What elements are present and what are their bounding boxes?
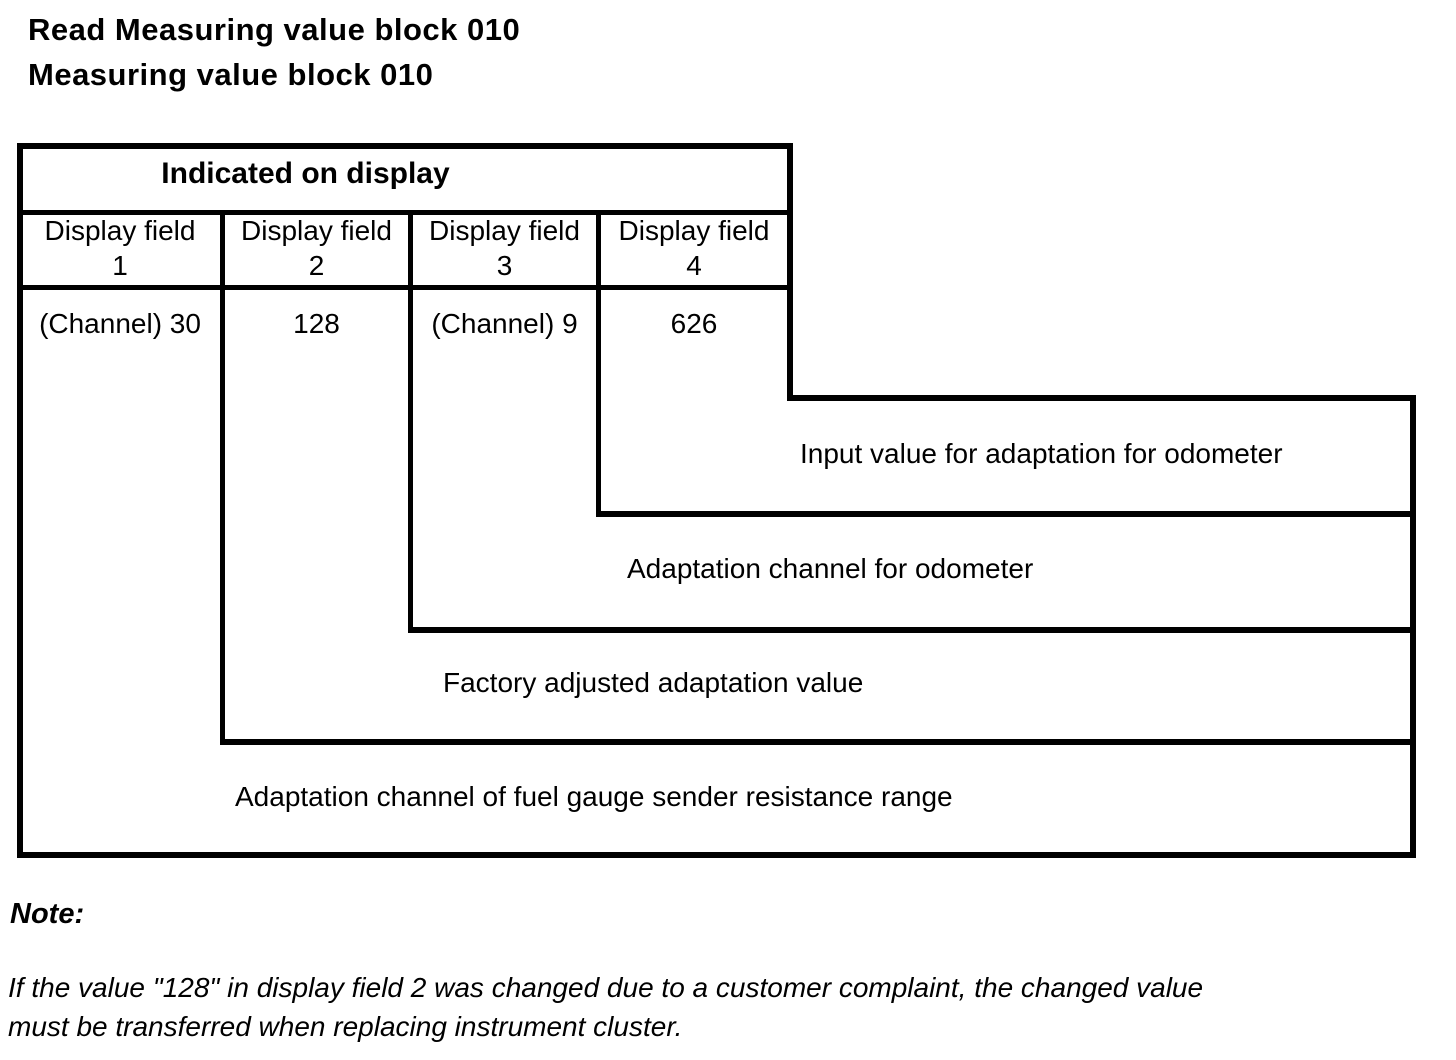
header-row-bottom-line (17, 285, 793, 290)
column-header-2-number: 2 (308, 250, 325, 281)
column-header-3-label: Display field (429, 215, 580, 246)
step-line-field4 (787, 395, 1416, 401)
column-header-4-label: Display field (618, 215, 770, 246)
table-caption: Indicated on display (161, 157, 450, 190)
column-header-2: Display field 2 (225, 213, 408, 283)
annotation-field-4: Input value for adaptation for odometer (800, 438, 1283, 469)
cell-value-1: (Channel) 30 (39, 308, 201, 339)
note-body: If the value "128" in display field 2 wa… (8, 968, 1203, 1046)
step-line-field1 (220, 739, 1416, 745)
diagram-right-border (1410, 395, 1416, 858)
cell-value-2: 128 (293, 308, 340, 339)
diagram-left-border (17, 143, 23, 858)
column-divider-1 (220, 210, 225, 745)
diagram-bottom-border (17, 852, 1416, 858)
caption-separator-line (17, 210, 793, 215)
annotation-field-2: Factory adjusted adaptation value (443, 667, 864, 698)
column-divider-3 (596, 210, 601, 517)
annotation-field-1: Adaptation channel of fuel gauge sender … (235, 781, 953, 812)
column-header-3: Display field 3 (413, 213, 596, 283)
column-header-4: Display field 4 (601, 213, 787, 283)
step-line-field2 (408, 627, 1416, 633)
cell-value-3: (Channel) 9 (431, 308, 578, 339)
annotation-field-3: Adaptation channel for odometer (627, 553, 1034, 584)
table-right-border (787, 143, 793, 401)
column-header-2-label: Display field (241, 215, 392, 246)
note-label: Note: (10, 898, 85, 930)
cell-value-4: 626 (670, 308, 718, 339)
note-body-line-2: must be transferred when replacing instr… (8, 1011, 683, 1042)
table-top-border (17, 143, 793, 149)
column-header-4-number: 4 (686, 250, 702, 281)
column-header-1-label: Display field (44, 215, 196, 246)
column-header-1-number: 1 (112, 250, 128, 281)
page-title: Read Measuring value block 010 (28, 12, 521, 47)
column-header-3-number: 3 (496, 250, 513, 281)
note-body-line-1: If the value "128" in display field 2 wa… (8, 972, 1204, 1003)
step-line-field3 (596, 511, 1416, 517)
page-subtitle: Measuring value block 010 (28, 57, 434, 92)
column-header-1: Display field 1 (22, 213, 218, 283)
column-divider-2 (408, 210, 413, 633)
